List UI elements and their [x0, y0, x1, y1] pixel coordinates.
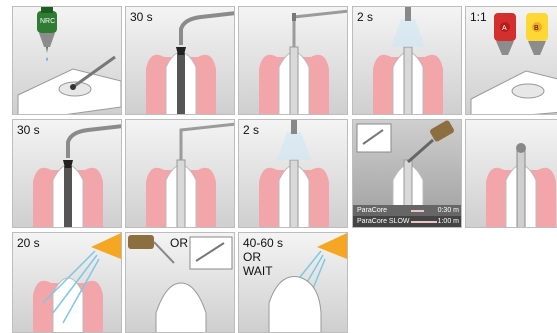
- step-3-panel: [238, 6, 348, 115]
- svg-text:NRC: NRC: [40, 18, 55, 25]
- step-2-label: 30 s: [130, 10, 153, 24]
- step-5-label: 1:1: [470, 10, 487, 24]
- bottle-b-icon: [526, 13, 548, 55]
- step-1-panel: NRC: [12, 6, 122, 115]
- step-7-panel: [125, 119, 235, 228]
- step-4-panel: 2 s: [352, 6, 462, 115]
- step-8-label: 2 s: [243, 123, 259, 137]
- step-11-panel: 20 s: [12, 232, 122, 333]
- step-10-panel: [465, 119, 557, 228]
- bottle-a-icon: [494, 13, 516, 55]
- step-4-label: 2 s: [357, 10, 373, 24]
- step-12-label: OR: [170, 236, 188, 250]
- step-5-panel: A B 1:1: [465, 6, 557, 115]
- step-12-panel: OR: [125, 232, 235, 333]
- step-8-panel: 2 s: [238, 119, 348, 228]
- step-6-label: 30 s: [17, 123, 40, 137]
- step-13-label: 40-60 s OR WAIT: [243, 236, 283, 278]
- curing-light-icon-2: [317, 233, 347, 259]
- step-6-panel: 30 s: [12, 119, 122, 228]
- step-2-panel: 30 s: [125, 6, 235, 115]
- step-9-panel: ParaCore 0:30 m ParaCore SLOW 1:00 m: [352, 119, 462, 228]
- nrc-bottle-icon: [37, 7, 57, 61]
- timing-row-paracore: ParaCore 0:30 m: [353, 205, 461, 216]
- timing-row-paracore-slow: ParaCore SLOW 1:00 m: [353, 216, 461, 227]
- timing-bar-paracore-slow: [411, 221, 437, 223]
- step-11-label: 20 s: [17, 236, 40, 250]
- timing-bar-paracore: [411, 210, 424, 212]
- svg-text:B: B: [534, 25, 539, 32]
- curing-light-icon: [91, 233, 121, 259]
- timing-table: ParaCore 0:30 m ParaCore SLOW 1:00 m: [353, 205, 461, 227]
- step-13-panel: 40-60 s OR WAIT: [238, 232, 348, 333]
- svg-text:A: A: [502, 25, 507, 32]
